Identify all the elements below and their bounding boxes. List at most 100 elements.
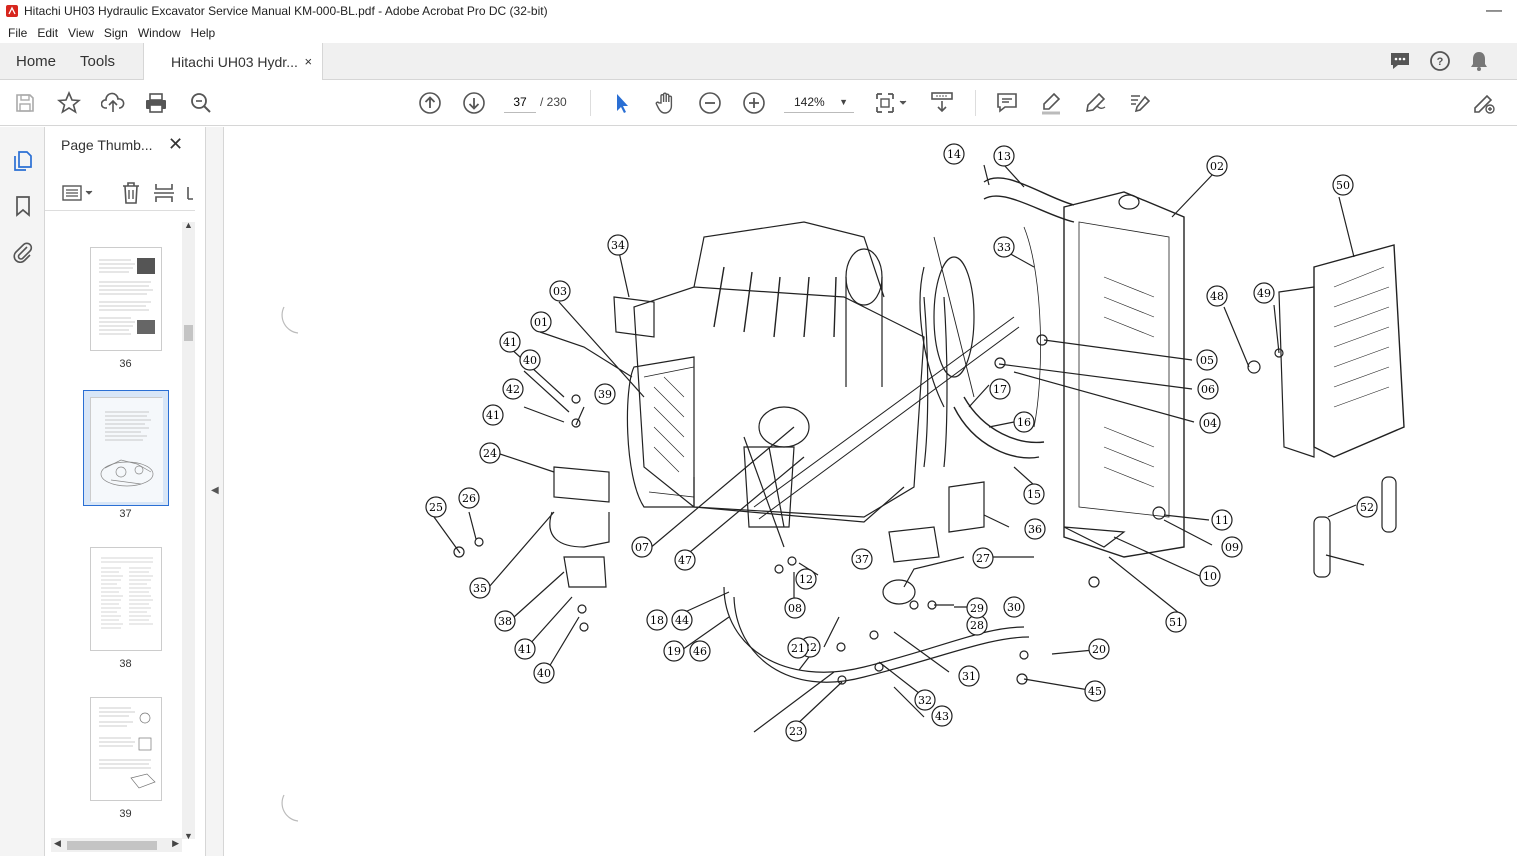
callout-label: 15: [1027, 488, 1041, 501]
page-down-icon[interactable]: [462, 91, 486, 115]
callout-40: 40: [533, 662, 555, 684]
zoom-search-icon[interactable]: [189, 91, 213, 115]
page-number-input[interactable]: [504, 91, 536, 113]
star-icon[interactable]: [57, 91, 81, 115]
bookmark-icon[interactable]: [12, 195, 34, 217]
title-bar: Hitachi UH03 Hydraulic Excavator Service…: [0, 0, 1517, 22]
callout-label: 17: [993, 383, 1007, 396]
zoom-select[interactable]: 142%▼: [784, 91, 854, 113]
zoom-in-icon[interactable]: [742, 91, 766, 115]
tab-close-icon[interactable]: ×: [304, 54, 313, 69]
callout-13: 13: [993, 145, 1015, 167]
help-icon[interactable]: ?: [1429, 50, 1451, 72]
hand-icon[interactable]: [654, 91, 678, 115]
callout-42: 42: [502, 378, 524, 400]
callout-label: 21: [791, 642, 805, 655]
thumbnail-label: 37: [119, 508, 132, 520]
fit-page-icon[interactable]: [874, 91, 910, 115]
save-icon[interactable]: [13, 91, 37, 115]
minimize-button[interactable]: —: [1486, 2, 1502, 19]
scrollbar-thumb[interactable]: [67, 841, 157, 850]
scrollbar-thumb[interactable]: [184, 325, 193, 341]
collapse-panel-icon[interactable]: ◀: [211, 485, 219, 496]
callout-09: 09: [1221, 536, 1243, 558]
print-icon[interactable]: [144, 91, 168, 115]
thumbnails-vertical-scrollbar[interactable]: ▲ ▼: [182, 220, 195, 841]
panel-splitter[interactable]: ◀: [206, 127, 224, 856]
callout-20: 20: [1088, 638, 1110, 660]
zoom-out-icon[interactable]: [698, 91, 722, 115]
select-arrow-icon[interactable]: [610, 91, 634, 115]
callout-label: 01: [534, 316, 548, 329]
callout-44: 44: [671, 609, 693, 631]
scroll-left-icon[interactable]: ◀: [54, 838, 61, 848]
callout-label: 40: [523, 354, 537, 367]
callout-49: 49: [1253, 282, 1275, 304]
callout-label: 24: [483, 447, 497, 460]
menu-file[interactable]: File: [8, 25, 28, 40]
callout-label: 31: [962, 670, 976, 683]
sign-pen-icon[interactable]: [1083, 91, 1107, 115]
callout-40: 40: [519, 349, 541, 371]
callout-label: 45: [1088, 685, 1102, 698]
callout-label: 39: [598, 388, 612, 401]
menu-help[interactable]: Help: [190, 25, 216, 40]
callout-16: 16: [1013, 411, 1035, 433]
menu-window[interactable]: Window: [137, 25, 181, 40]
callout-14: 14: [943, 143, 965, 165]
highlight-icon[interactable]: [1039, 91, 1063, 115]
callout-label: 37: [855, 553, 869, 566]
delete-page-icon[interactable]: [120, 181, 142, 205]
scroll-mode-icon[interactable]: [930, 91, 954, 115]
zoom-value: 142%: [794, 95, 825, 109]
page-total: / 230: [540, 95, 567, 109]
callout-41: 41: [482, 404, 504, 426]
tab-home[interactable]: Home: [0, 43, 72, 79]
callout-label: 23: [789, 725, 803, 738]
page-thumbnail-selected[interactable]: [90, 397, 163, 502]
callout-31: 31: [958, 665, 980, 687]
tab-document[interactable]: Hitachi UH03 Hydr... ×: [143, 43, 324, 80]
page-thumbnail[interactable]: [90, 697, 162, 801]
chat-icon[interactable]: [1389, 51, 1411, 71]
thumbnails-horizontal-scrollbar[interactable]: ◀ ▶: [51, 838, 182, 852]
scroll-down-icon[interactable]: ▼: [184, 831, 193, 841]
menu-edit[interactable]: Edit: [37, 25, 59, 40]
page-thumbnail[interactable]: [90, 247, 162, 351]
scroll-right-icon[interactable]: ▶: [172, 838, 179, 848]
edit-icon[interactable]: [1127, 91, 1151, 115]
callout-30: 30: [1003, 596, 1025, 618]
callout-38: 38: [494, 610, 516, 632]
upload-icon[interactable]: [101, 91, 125, 115]
acrobat-logo-icon: [6, 5, 18, 17]
callout-label: 04: [1203, 417, 1217, 430]
bell-icon[interactable]: [1469, 50, 1489, 72]
callout-label: 03: [553, 285, 567, 298]
thumbnail-options-icon[interactable]: [61, 182, 97, 204]
page-up-icon[interactable]: [418, 91, 442, 115]
callout-label: 51: [1169, 616, 1183, 629]
callout-37: 37: [851, 548, 873, 570]
menu-sign[interactable]: Sign: [103, 25, 128, 40]
page-thumbnail[interactable]: [90, 547, 162, 651]
menu-view[interactable]: View: [68, 25, 94, 40]
callout-19: 19: [663, 640, 685, 662]
callout-label: 09: [1225, 541, 1239, 554]
share-icon[interactable]: [1472, 91, 1496, 115]
panel-title: Page Thumb...: [61, 137, 153, 153]
tab-tools[interactable]: Tools: [72, 43, 131, 79]
page-thumbnails-icon[interactable]: [12, 149, 34, 171]
comment-icon[interactable]: [995, 91, 1019, 115]
attachment-icon[interactable]: [12, 241, 34, 263]
callout-label: 10: [1203, 570, 1217, 583]
callout-label: 13: [997, 150, 1011, 163]
callout-06: 06: [1197, 378, 1219, 400]
scroll-up-icon[interactable]: ▲: [184, 220, 193, 230]
more-tools-icon[interactable]: [185, 181, 195, 205]
panel-close-icon[interactable]: ✕: [168, 134, 184, 154]
callout-02: 02: [1206, 155, 1228, 177]
extract-page-icon[interactable]: [153, 181, 175, 205]
callout-27: 27: [972, 547, 994, 569]
